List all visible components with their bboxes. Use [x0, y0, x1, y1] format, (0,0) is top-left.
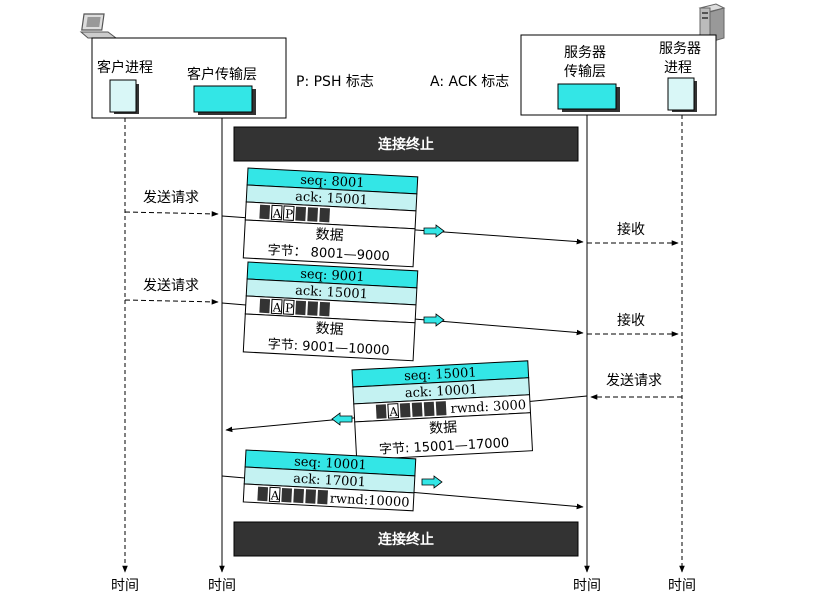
- server-process-block: [667, 77, 695, 111]
- legend-psh: P: PSH 标志: [296, 74, 374, 90]
- segment-3-rwnd: rwnd: 3000: [450, 398, 526, 417]
- server-transport-block: [557, 83, 617, 110]
- segment-1-data-label: 数据: [315, 227, 344, 244]
- segment-3-seq: seq: 15001: [404, 365, 477, 384]
- server-tower-icon: [698, 3, 726, 43]
- segment-3: seq: 15001 ack: 10001 A rwnd: 3000 数据 字节…: [351, 360, 533, 461]
- segment-2: seq: 9001 ack: 15001 A P 数据 字节: 9001—100…: [242, 261, 419, 362]
- time-label-client-process: 时间: [111, 578, 139, 594]
- time-label-client-transport: 时间: [208, 578, 236, 594]
- segment-4-ack: ack: 17001: [293, 472, 366, 491]
- segment-2-bytes: 字节: 9001—10000: [267, 337, 390, 358]
- server-transport-label-2: 传输层: [564, 64, 606, 80]
- segment-1: seq: 8001 ack: 15001 A P 数据 字节： 8001—900…: [242, 167, 419, 268]
- segment-4: seq: 10001 ack: 17001 A rwnd:10000: [242, 449, 417, 512]
- client-transport-label: 客户传输层: [187, 66, 257, 83]
- client-process-label: 客户进程: [97, 59, 153, 76]
- segment-4-direction-icon: [421, 475, 443, 489]
- bar-top-label: 连接终止: [378, 136, 434, 153]
- bar-bottom-label: 连接终止: [378, 531, 434, 548]
- segment-3-bytes: 字节: 15001—17000: [379, 436, 510, 458]
- send-request-label-1: 发送请求: [143, 190, 199, 206]
- segment-2-direction-icon: [423, 313, 445, 327]
- segment-4-flags: A: [269, 488, 280, 503]
- segment-3-direction-icon: [331, 412, 353, 426]
- segment-3-flags: A: [388, 405, 399, 420]
- server-process-label-2: 进程: [664, 60, 692, 76]
- client-transport-block: [193, 85, 253, 113]
- segment-2-data-label: 数据: [315, 321, 344, 338]
- laptop-icon: [79, 13, 118, 39]
- segment-2-ack: ack: 15001: [295, 284, 368, 303]
- segment-1-seq: seq: 8001: [300, 173, 365, 191]
- send-request-label-3: 发送请求: [606, 373, 662, 389]
- time-label-server-transport: 时间: [573, 578, 601, 594]
- segment-4-rwnd: rwnd:10000: [329, 491, 409, 510]
- server-transport-label-1: 服务器: [564, 45, 606, 61]
- segment-2-flags: A P: [271, 300, 293, 315]
- server-process-label-1: 服务器: [659, 41, 701, 57]
- segment-3-data-label: 数据: [429, 420, 458, 437]
- segment-1-direction-icon: [423, 224, 445, 238]
- segment-3-ack: ack: 10001: [405, 382, 478, 401]
- segment-1-flags: A P: [271, 206, 293, 221]
- receive-label-1: 接收: [617, 221, 645, 238]
- segment-4-seq: seq: 10001: [294, 455, 367, 474]
- legend-ack: A: ACK 标志: [430, 74, 509, 90]
- receive-label-2: 接收: [617, 312, 645, 329]
- connection-termination-bar-bottom: [233, 521, 579, 557]
- segment-1-bytes: 字节： 8001—9000: [267, 243, 390, 264]
- time-label-server-process: 时间: [668, 578, 696, 594]
- segment-2-seq: seq: 9001: [300, 267, 365, 285]
- connection-termination-bar-top: [233, 126, 579, 162]
- client-process-block: [109, 79, 137, 113]
- send-request-label-2: 发送请求: [143, 278, 199, 294]
- segment-1-ack: ack: 15001: [295, 190, 368, 209]
